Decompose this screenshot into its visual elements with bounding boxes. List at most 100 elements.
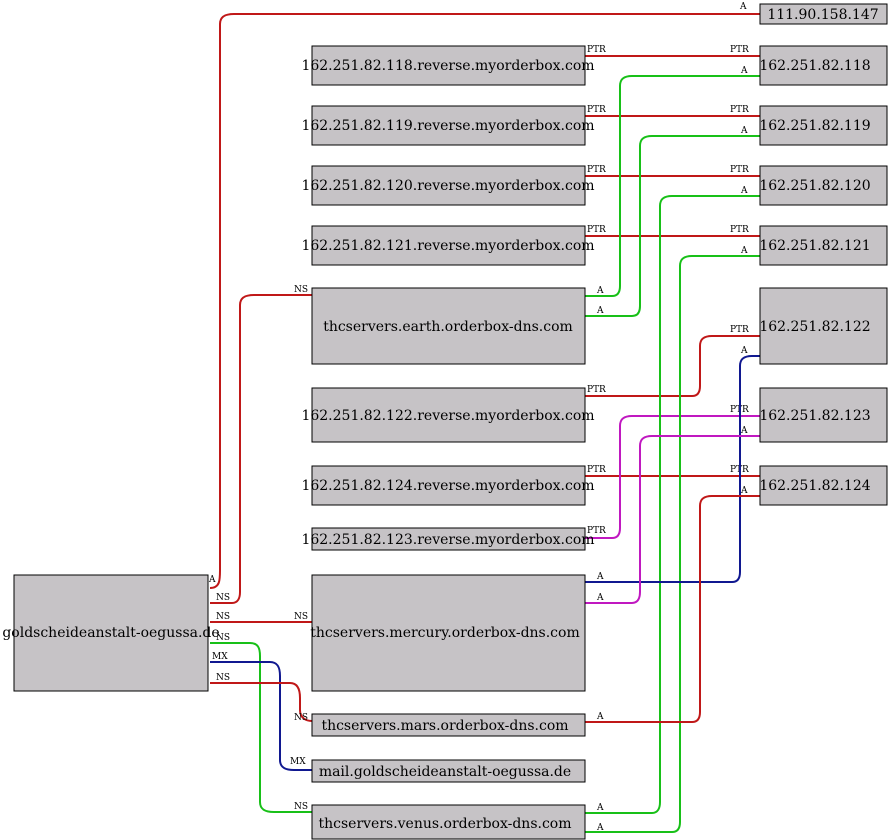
edge-label-ptr: PTR — [587, 385, 606, 395]
node-mercury: thcservers.mercury.orderbox-dns.com — [310, 574, 586, 692]
edge-label-a: A — [596, 823, 604, 833]
node-label: thcservers.mars.orderbox-dns.com — [321, 718, 568, 734]
node-label: thcservers.mercury.orderbox-dns.com — [310, 625, 579, 641]
node-label: 162.251.82.120 — [759, 178, 870, 194]
edge-label-ns: NS — [294, 612, 308, 622]
edge-label-a: A — [596, 712, 604, 722]
edge-mx-domain-to-mail: MX MX — [210, 652, 312, 771]
node-label: 162.251.82.119.reverse.myorderbox.com — [301, 118, 594, 134]
edge-ptr-rev119-to-ip119: PTR PTR — [585, 105, 760, 117]
edge-label-a: A — [596, 803, 604, 813]
edge-label-a: A — [596, 306, 604, 316]
node-label: 162.251.82.121.reverse.myorderbox.com — [301, 238, 594, 254]
edge-label-ptr: PTR — [587, 105, 606, 115]
edge-a-earth-to-ip118: A A — [585, 66, 760, 297]
edge-label-a: A — [740, 246, 748, 256]
edge-a-mercury-to-ip122: A A — [585, 346, 760, 583]
edge-label-ns: NS — [216, 673, 230, 683]
edge-a-mercury-to-ip123: A A — [585, 426, 760, 604]
edge-a-venus-to-ip121: A A — [585, 246, 760, 833]
node-label: 162.251.82.118 — [759, 58, 870, 74]
node-venus: thcservers.venus.orderbox-dns.com — [311, 804, 586, 840]
node-reverse-118: 162.251.82.118.reverse.myorderbox.com — [301, 45, 595, 86]
edge-label-ns: NS — [216, 593, 230, 603]
edge-label-ptr: PTR — [587, 526, 606, 536]
edge-ns-domain-to-venus: NS NS — [210, 633, 312, 813]
edge-label-ns: NS — [294, 713, 308, 723]
node-label: mail.goldscheideanstalt-oegussa.de — [319, 764, 571, 780]
edge-a-earth-to-ip119: A A — [585, 126, 760, 317]
edge-ptr-rev121-to-ip121: PTR PTR — [585, 225, 760, 237]
node-label: goldscheideanstalt-oegussa.de — [2, 625, 219, 641]
node-label: 162.251.82.124.reverse.myorderbox.com — [301, 478, 594, 494]
edge-label-a: A — [740, 186, 748, 196]
node-label: 162.251.82.123.reverse.myorderbox.com — [301, 532, 594, 548]
node-ip-122: 162.251.82.122 — [759, 287, 888, 365]
edge-label-ptr: PTR — [587, 45, 606, 55]
node-label: thcservers.earth.orderbox-dns.com — [323, 319, 573, 335]
node-ip-124: 162.251.82.124 — [759, 465, 888, 506]
node-mail: mail.goldscheideanstalt-oegussa.de — [311, 759, 586, 783]
node-ip-123: 162.251.82.123 — [759, 387, 888, 443]
edge-a-domain-to-111-90-158-147: A A — [208, 2, 760, 589]
edge-ns-domain-to-mercury: NS NS — [210, 612, 312, 623]
edge-label-ptr: PTR — [587, 465, 606, 475]
edge-label-a: A — [740, 346, 748, 356]
edge-label-ns: NS — [216, 612, 230, 622]
node-ip-119: 162.251.82.119 — [759, 105, 888, 146]
edge-ns-domain-to-mars: NS NS — [210, 673, 313, 723]
edge-label-ptr: PTR — [730, 45, 749, 55]
node-ip-121: 162.251.82.121 — [759, 225, 888, 266]
edge-label-mx: MX — [290, 757, 306, 767]
node-reverse-119: 162.251.82.119.reverse.myorderbox.com — [301, 105, 595, 146]
edge-label-a: A — [740, 126, 748, 136]
node-label: 162.251.82.122 — [759, 319, 870, 335]
edge-label-ptr: PTR — [730, 325, 749, 335]
node-reverse-120: 162.251.82.120.reverse.myorderbox.com — [301, 165, 595, 206]
edge-a-mars-to-ip124: A A — [585, 486, 760, 723]
edge-ptr-rev122-to-ip122: PTR PTR — [585, 325, 760, 397]
edge-ptr-rev118-to-ip118: PTR PTR — [585, 45, 760, 57]
edge-label-ns: NS — [294, 285, 308, 295]
node-label: 162.251.82.122.reverse.myorderbox.com — [301, 408, 594, 424]
edge-label-a: A — [596, 572, 604, 582]
edge-label-mx: MX — [212, 652, 228, 662]
node-mars: thcservers.mars.orderbox-dns.com — [311, 713, 586, 737]
edge-label-ns: NS — [216, 633, 230, 643]
edge-ptr-rev124-to-ip124: PTR PTR — [585, 465, 760, 477]
node-reverse-123: 162.251.82.123.reverse.myorderbox.com — [301, 527, 595, 551]
edge-label-a: A — [740, 486, 748, 496]
edge-label-ptr: PTR — [730, 165, 749, 175]
node-label: 111.90.158.147 — [767, 7, 878, 23]
node-domain: goldscheideanstalt-oegussa.de — [2, 574, 220, 692]
edge-label-ptr: PTR — [730, 105, 749, 115]
node-label: 162.251.82.120.reverse.myorderbox.com — [301, 178, 594, 194]
node-reverse-121: 162.251.82.121.reverse.myorderbox.com — [301, 225, 595, 266]
edge-ns-domain-to-earth: NS NS — [210, 285, 312, 604]
node-label: thcservers.venus.orderbox-dns.com — [318, 816, 571, 832]
edge-label-ptr: PTR — [730, 225, 749, 235]
edge-label-a: A — [208, 575, 216, 585]
edge-ptr-rev120-to-ip120: PTR PTR — [585, 165, 760, 177]
node-label: 162.251.82.121 — [759, 238, 870, 254]
node-ip-118: 162.251.82.118 — [759, 45, 888, 86]
node-reverse-124: 162.251.82.124.reverse.myorderbox.com — [301, 465, 595, 506]
edge-label-ptr: PTR — [587, 225, 606, 235]
edge-label-a: A — [740, 66, 748, 76]
node-reverse-122: 162.251.82.122.reverse.myorderbox.com — [301, 387, 595, 443]
edge-label-a: A — [596, 286, 604, 296]
edge-label-a: A — [596, 593, 604, 603]
edge-label-ns: NS — [294, 802, 308, 812]
node-ip-111-90-158-147: 111.90.158.147 — [759, 3, 888, 25]
node-label: 162.251.82.124 — [759, 478, 870, 494]
edge-a-venus-to-ip120: A A — [585, 186, 760, 814]
node-label: 162.251.82.118.reverse.myorderbox.com — [301, 58, 594, 74]
node-label: 162.251.82.119 — [759, 118, 870, 134]
node-label: 162.251.82.123 — [759, 408, 870, 424]
node-earth: thcservers.earth.orderbox-dns.com — [311, 287, 586, 365]
edge-label-a: A — [739, 2, 747, 12]
edge-label-a: A — [740, 426, 748, 436]
node-ip-120: 162.251.82.120 — [759, 165, 888, 206]
edge-label-ptr: PTR — [587, 165, 606, 175]
